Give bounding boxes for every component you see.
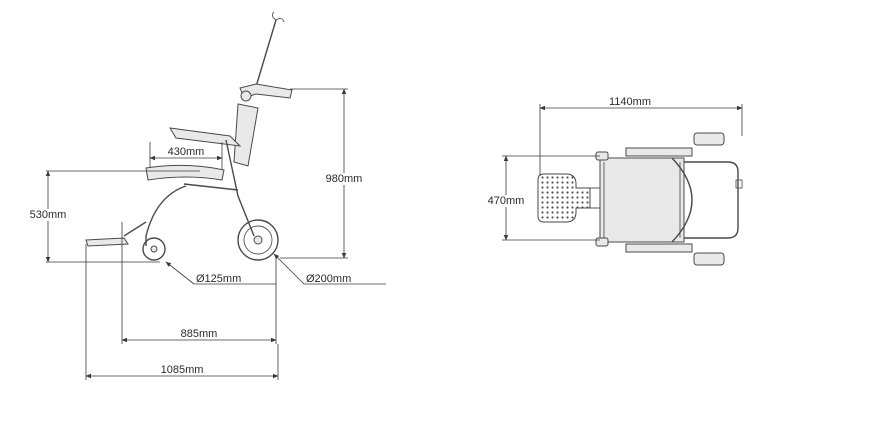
seat-height-label-backing: [28, 209, 68, 221]
dimension-overall-length: 1085mm: [85, 244, 279, 380]
dimension-overall-height: 980mm: [280, 88, 364, 259]
rear-wheel-rim: [243, 225, 273, 255]
front-frame: [145, 185, 187, 246]
footrest-arm: [123, 221, 147, 237]
top-footplate: [537, 173, 591, 223]
top-view-wheelchair: [537, 132, 743, 266]
handle-hinge: [240, 90, 252, 102]
iv-pole: [254, 19, 277, 91]
top-width-label-backing: [486, 195, 526, 207]
top-length-label: 1140mm: [609, 96, 651, 108]
front-wheel-label: Ø125mm: [196, 273, 241, 285]
top-rear-wheel-lower: [693, 252, 725, 266]
front-wheel: [142, 237, 166, 261]
side-view-wheelchair: [85, 11, 293, 261]
seat-frame: [183, 183, 239, 191]
dimension-seat-depth: 430mm: [149, 142, 223, 170]
top-rear-wheel-upper: [693, 132, 725, 146]
dimension-top-length: 1140mm: [539, 96, 743, 176]
dimension-wheelbase: 885mm: [121, 222, 277, 344]
top-armrest-lower: [625, 243, 693, 253]
iv-hook: [271, 11, 285, 23]
overall-length-label: 1085mm: [161, 364, 204, 376]
rear-wheel-label: Ø200mm: [306, 273, 351, 285]
top-push-frame: [684, 161, 739, 239]
seat-height-label: 530mm: [30, 209, 67, 221]
armrest: [169, 127, 242, 147]
seat-depth-label: 430mm: [168, 146, 205, 158]
footrest: [85, 237, 129, 247]
dimension-seat-height: 530mm: [28, 170, 200, 263]
top-backrest: [671, 157, 693, 243]
top-footrest-connector: [590, 166, 601, 230]
top-front-wheel-lower: [595, 237, 609, 247]
top-seat-rails: [603, 162, 681, 238]
wheelbase-label: 885mm: [181, 328, 218, 340]
top-seat: [599, 157, 685, 243]
dimension-top-width: 470mm: [486, 155, 600, 241]
overall-height-label-backing: [324, 173, 364, 185]
rear-wheel: [237, 219, 279, 261]
top-brake: [735, 179, 743, 189]
rear-wheel-hub: [253, 235, 263, 245]
dimension-rear-wheel: Ø200mm: [273, 253, 386, 285]
top-width-label: 470mm: [488, 195, 525, 207]
top-armrest-upper: [625, 147, 693, 157]
backrest: [233, 103, 259, 167]
overall-height-label: 980mm: [326, 173, 363, 185]
seat: [145, 164, 225, 181]
front-wheel-hub: [150, 245, 158, 253]
dimension-front-wheel: Ø125mm: [165, 261, 276, 285]
